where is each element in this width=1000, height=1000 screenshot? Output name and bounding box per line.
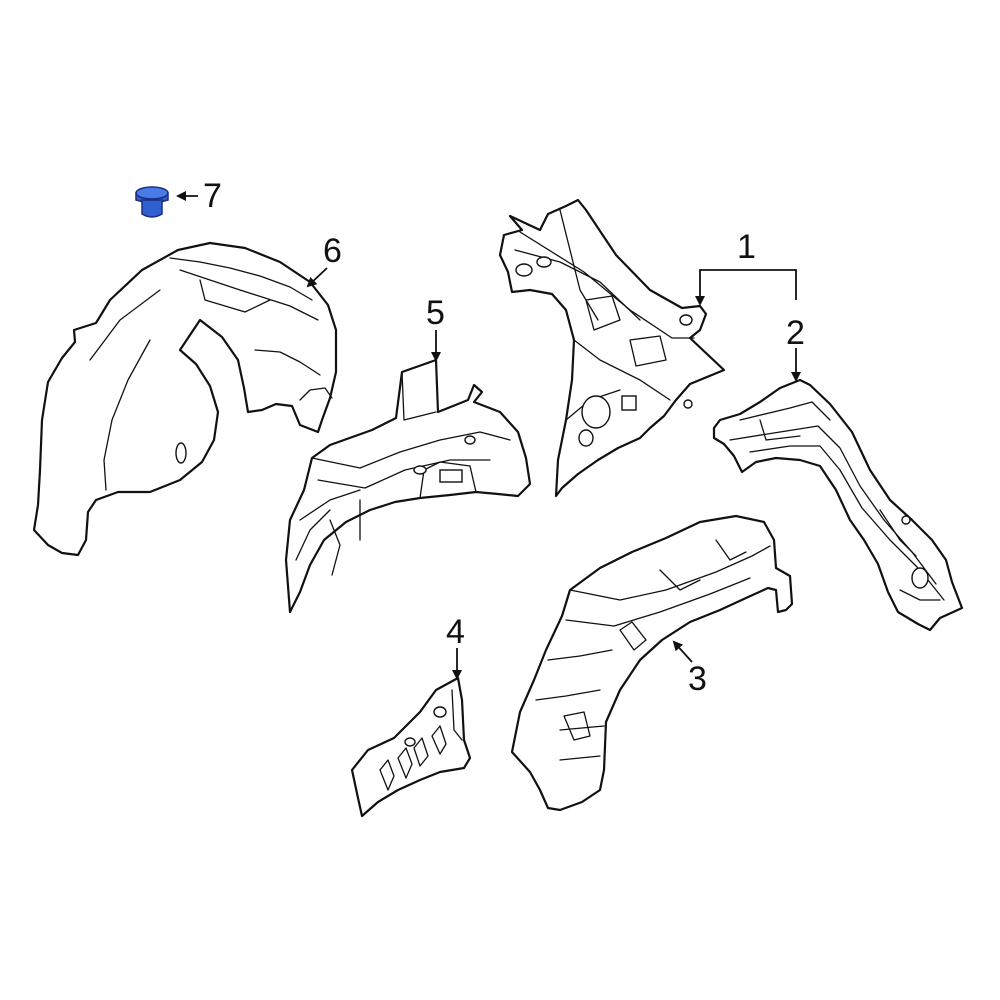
leader-1a (695, 269, 746, 306)
callout-7: 7 (203, 177, 222, 215)
callout-4: 4 (446, 613, 465, 651)
part-5-inner-wheelhouse[interactable] (284, 358, 532, 614)
part-1-quarter-inner-panel[interactable] (498, 198, 726, 498)
leader-3 (672, 640, 693, 663)
part-6-wheelhouse-liner[interactable] (32, 241, 338, 557)
callout-leaders (176, 191, 801, 680)
part-4-bracket[interactable] (350, 676, 472, 818)
callout-2: 2 (786, 314, 805, 352)
part-3-outer-wheelhouse[interactable] (510, 514, 794, 812)
callout-6: 6 (323, 232, 342, 270)
part-2-reinforcement[interactable] (712, 378, 964, 632)
callout-3: 3 (688, 660, 707, 698)
callout-5: 5 (426, 294, 445, 332)
part-7-clip[interactable] (135, 186, 169, 218)
callout-1: 1 (737, 228, 756, 266)
leader-1b (746, 269, 797, 300)
callout-labels: 7 6 5 1 2 3 4 (203, 177, 805, 698)
leader-6 (306, 267, 328, 288)
